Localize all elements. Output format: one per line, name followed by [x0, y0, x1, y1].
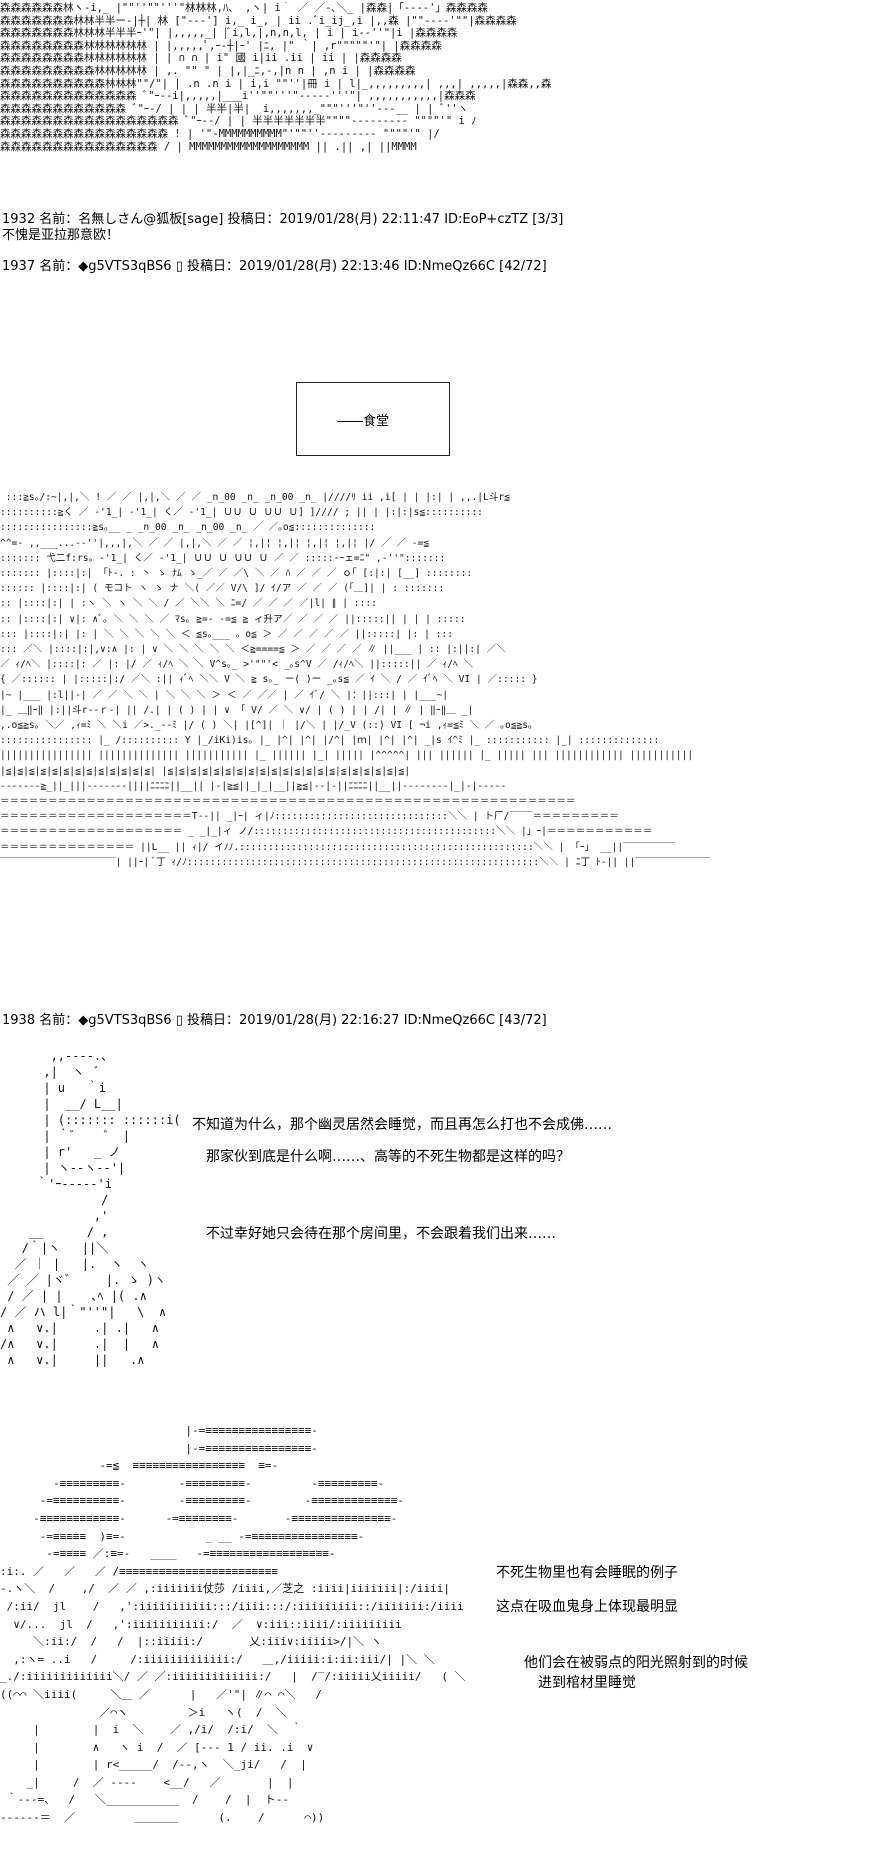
post-1938-header: 1938 名前：◆g5VTS3qBS6 ▯ 投稿日：2019/01/28(月) … — [2, 1013, 547, 1028]
coffin-ascii-art: |-=≡≡≡≡≡≡≡≡≡≡≡≡≡≡≡≡- |-=≡≡≡≡≡≡≡≡≡≡≡≡≡≡≡≡… — [0, 1424, 466, 1825]
dialogue-line-2: 那家伙到底是什么啊……、高等的不死生物都是这样的吗？ — [206, 1149, 570, 1165]
forest-ascii-art: 森森森森森森林ヽ-i,_ |""''""'''"林林林,ﾊ、 ,ヽ| i｀ ／ … — [0, 2, 552, 153]
post-1937-header: 1937 名前：◆g5VTS3qBS6 ▯ 投稿日：2019/01/28(月) … — [2, 259, 547, 274]
standing-figure-ascii-art: ,,-‐--.、 ,| ヽ ﾞ | u ｀i | __/ L__| | (:::… — [0, 1049, 181, 1367]
dialogue-line-1: 不知道为什么，那个幽灵居然会睡觉，而且再怎么打也不会成佛…… — [192, 1117, 612, 1133]
dialogue-line-4: 不死生物里也有会睡眠的例子 — [496, 1565, 678, 1581]
cafeteria-hall-ascii-art: :::≧s｡/:~|,|,＼ ! ／ ／ |,|,＼ ／ ／ _n_00 _n_… — [0, 492, 711, 868]
dialogue-line-5: 这点在吸血鬼身上体现最明显 — [496, 1599, 678, 1615]
post-1932-header: 1932 名前：名無しさん@狐板[sage] 投稿日：2019/01/28(月)… — [2, 212, 564, 227]
cafeteria-sign: ――食堂 — [296, 382, 450, 456]
dialogue-line-3: 不过幸好她只会待在那个房间里，不会跟着我们出来…… — [206, 1226, 556, 1242]
dialogue-line-6: 他们会在被弱点的阳光照射到的时候 — [524, 1655, 748, 1671]
post-1932-message: 不愧是亚拉那意欧！ — [2, 228, 120, 243]
cafeteria-sign-label: ――食堂 — [337, 414, 390, 429]
dialogue-line-7: 进到棺材里睡觉 — [538, 1675, 636, 1691]
